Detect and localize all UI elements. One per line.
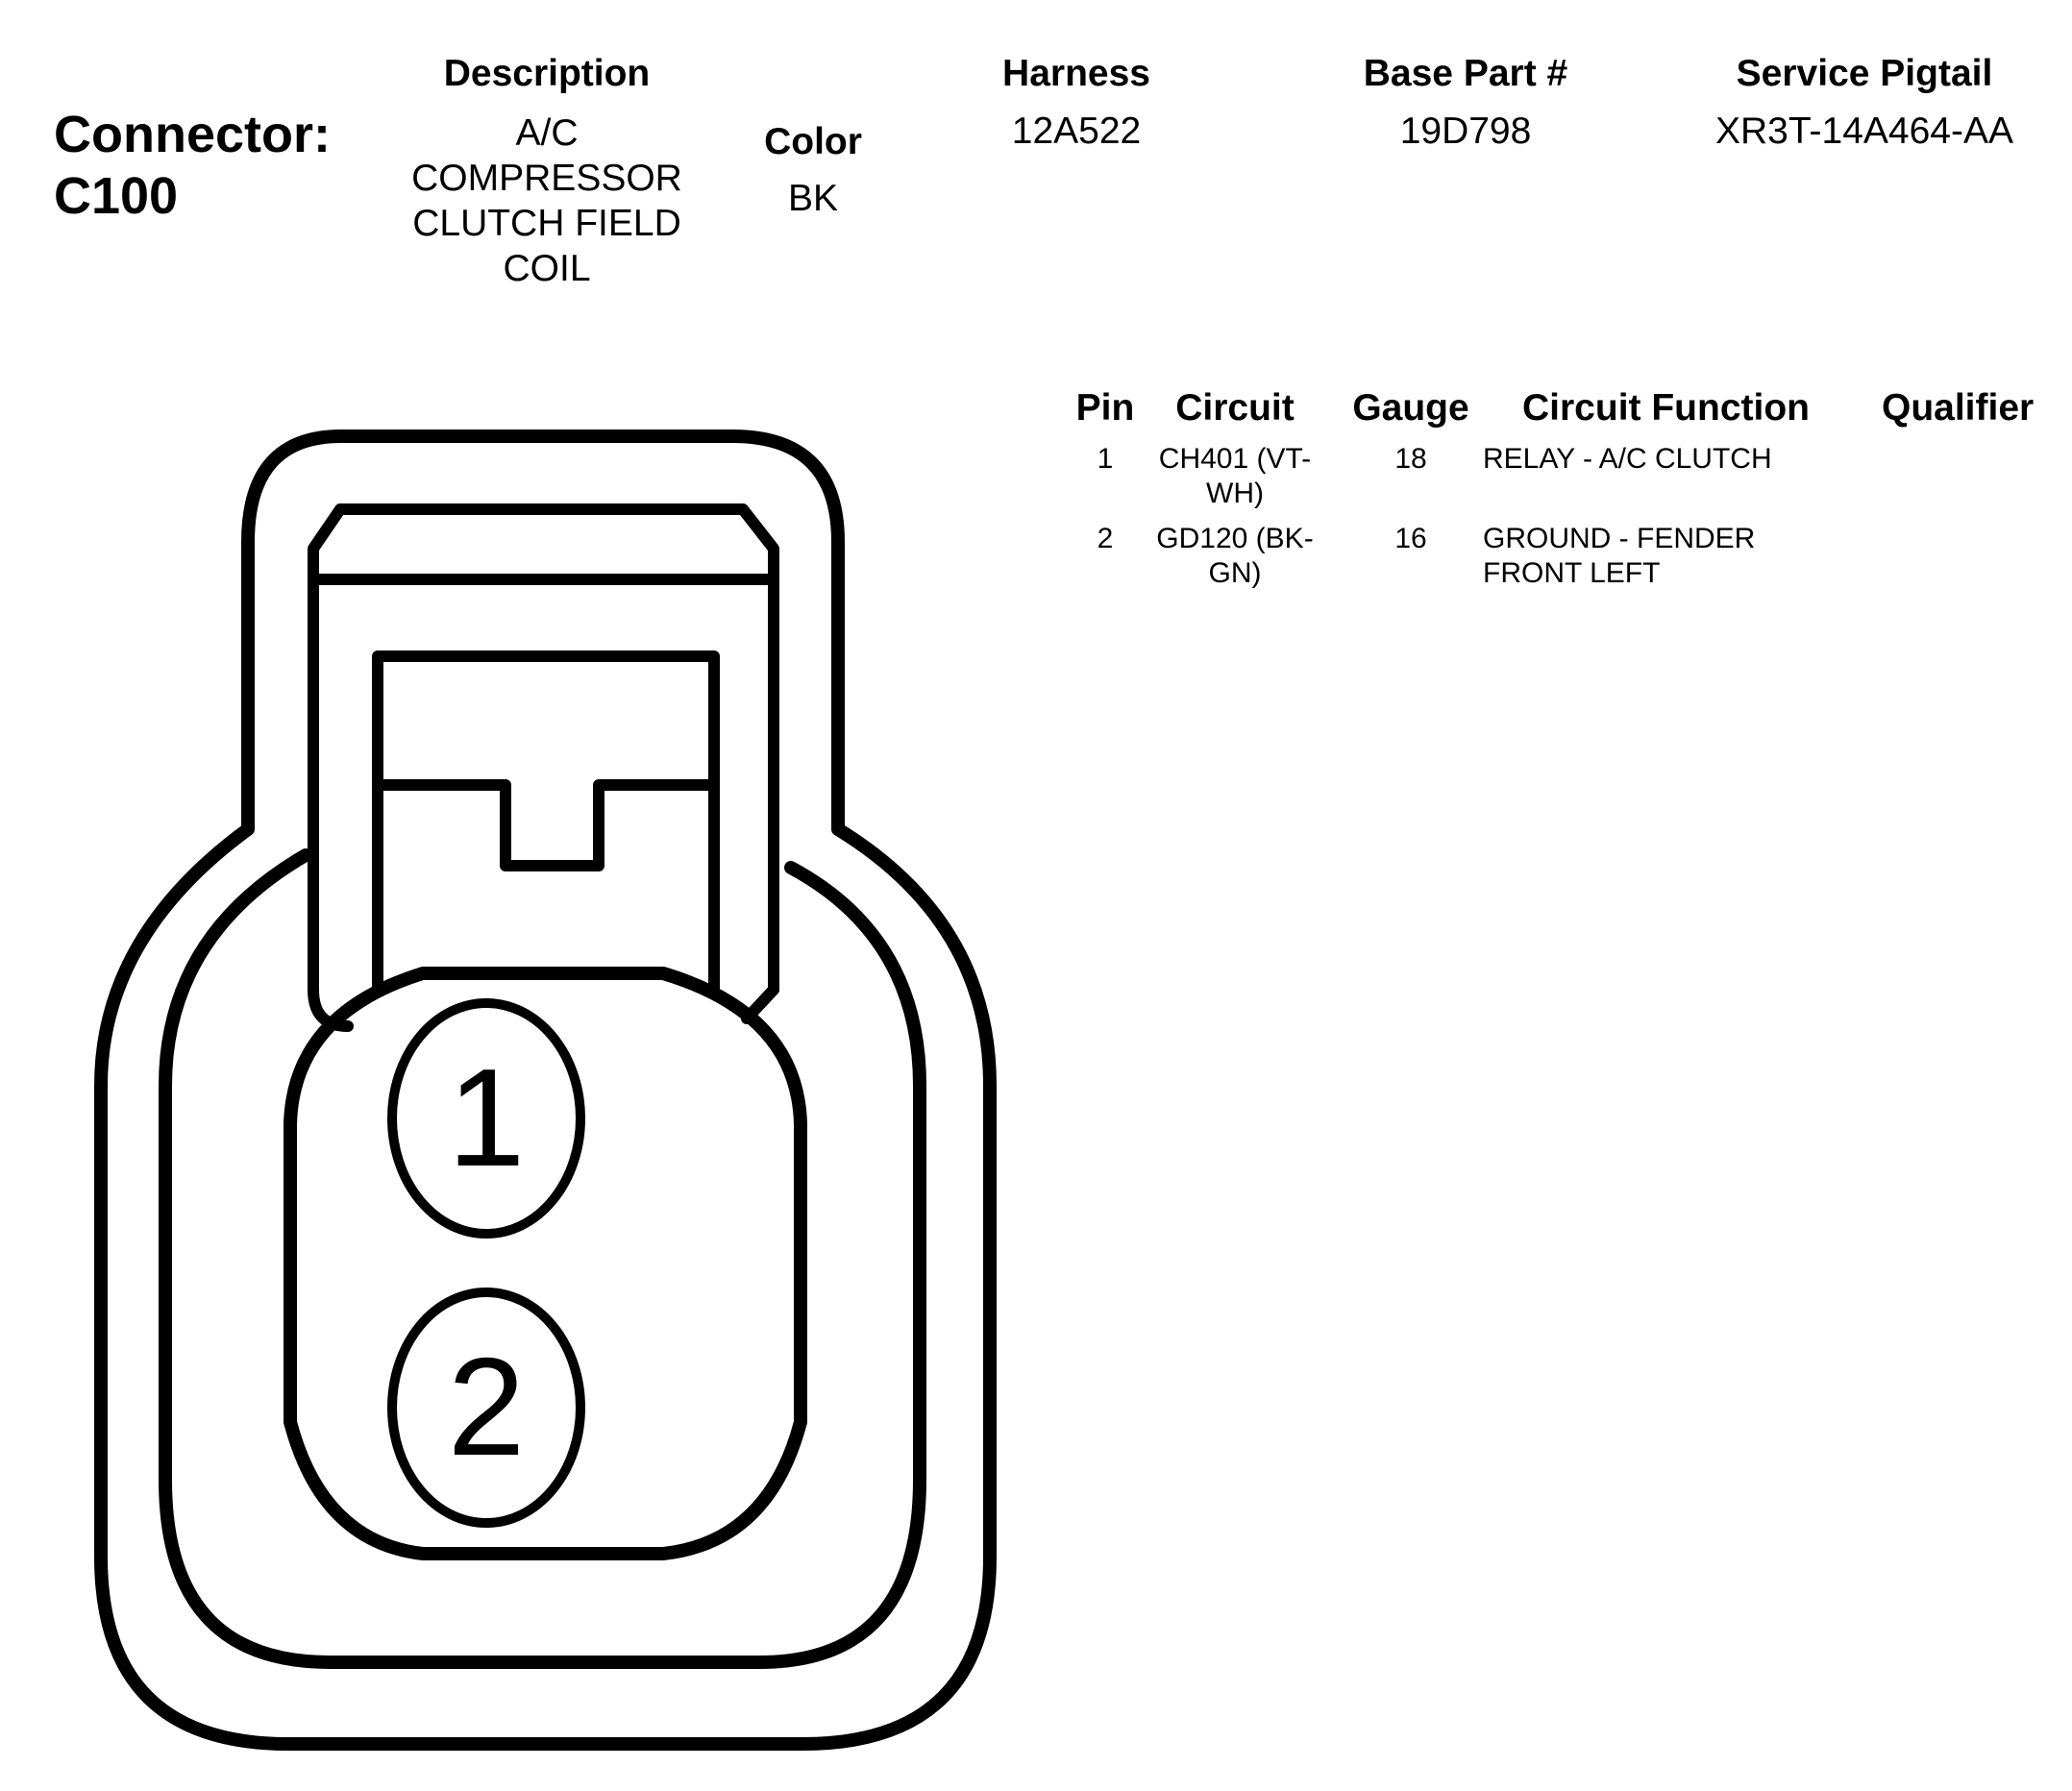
terminal-cavity-outline [284,967,807,1560]
function-line: FRONT LEFT [1483,557,1661,589]
column-header-qualifier: Qualifier [1882,387,2035,429]
table-cell-function: RELAY - A/C CLUTCH [1483,442,1772,477]
description-line: COMPRESSOR [411,158,682,199]
circuit-line: CH401 (VT- [1158,443,1312,475]
connector-id: C100 [54,167,179,225]
connector-label: Connector: [54,106,331,163]
lock-tab-notch [372,779,720,871]
circuit-line: WH) [1206,478,1264,509]
connector-title: Connector: C100 [54,104,331,227]
description-header: Description [443,53,651,94]
description-value: A/C COMPRESSOR CLUTCH FIELD COIL [383,110,710,291]
harness-value: 12A522 [1011,110,1142,152]
latch-body-outline [308,503,779,995]
table-cell-pin: 2 [1097,523,1114,554]
description-line: CLUTCH FIELD [412,203,681,244]
service-pigtail-value: XR3T-14A464-AA [1714,110,2013,152]
column-header-circuit: Circuit [1175,387,1295,429]
pin-2-cavity [387,1288,585,1528]
function-line: RELAY - A/C CLUTCH [1483,443,1772,475]
table-cell-gauge: 16 [1394,523,1427,554]
outer-housing-outline [94,429,997,1751]
base-part-header: Base Part # [1363,53,1568,94]
table-cell-gauge: 18 [1394,443,1427,475]
latch-left-hook [308,984,354,1032]
description-line: COIL [503,248,591,289]
column-header-gauge: Gauge [1352,387,1469,429]
table-cell-function: GROUND - FENDER FRONT LEFT [1483,522,1755,591]
table-cell-circuit: GD120 (BK- GN) [1134,522,1336,591]
pin-1-label: 1 [448,1040,526,1195]
inner-housing-outline [159,848,926,1669]
lock-tab-outline [372,650,720,994]
description-line: A/C [515,112,579,154]
service-pigtail-header: Service Pigtail [1736,53,1993,94]
pin-2-label: 2 [448,1329,526,1484]
color-header: Color [764,121,862,162]
function-line: GROUND - FENDER [1483,523,1756,554]
circuit-line: GN) [1208,557,1262,589]
harness-header: Harness [1002,53,1150,94]
column-header-circuit-function: Circuit Function [1522,387,1810,429]
table-cell-circuit: CH401 (VT- WH) [1134,442,1336,511]
base-part-value: 19D798 [1399,110,1532,152]
circuit-line: GD120 (BK- [1156,523,1314,554]
color-value: BK [787,178,839,219]
connector-face-diagram: 1 2 [94,429,997,1751]
column-header-pin: Pin [1075,387,1135,429]
pin-1-cavity [387,998,585,1239]
table-cell-pin: 1 [1097,443,1114,475]
